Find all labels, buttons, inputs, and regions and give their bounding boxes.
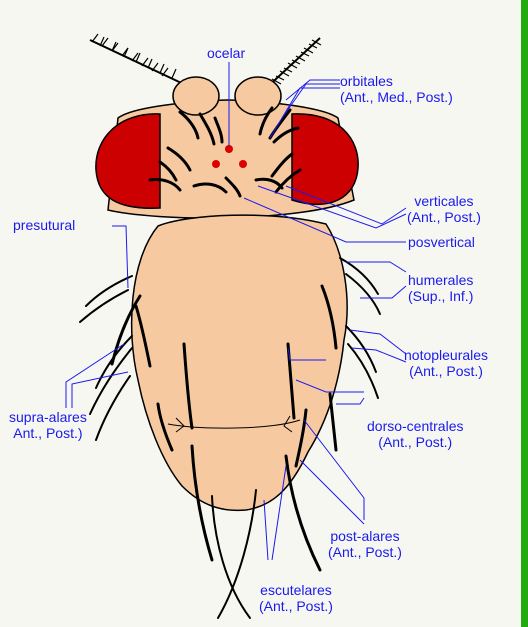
label-verticales: verticales (Ant., Post.) <box>407 193 481 225</box>
ocellus <box>212 160 220 168</box>
label-post-alares-name: post-alares <box>328 528 402 544</box>
right-antenna-base <box>235 77 281 115</box>
label-post-alares: post-alares (Ant., Post.) <box>328 528 402 560</box>
ocellus <box>239 160 247 168</box>
label-orbitales-detail: (Ant., Med., Post.) <box>340 89 453 105</box>
label-dorso-centrales-detail: (Ant., Post.) <box>367 434 464 450</box>
head <box>96 77 358 218</box>
label-post-alares-detail: (Ant., Post.) <box>328 544 402 560</box>
label-humerales-detail: (Sup., Inf.) <box>408 288 473 304</box>
label-dorso-centrales-name: dorso-centrales <box>367 418 464 434</box>
label-verticales-detail: (Ant., Post.) <box>407 209 481 225</box>
label-escutelares-detail: (Ant., Post.) <box>259 598 333 614</box>
label-presutural: presutural <box>13 217 75 233</box>
left-antenna-base <box>173 77 219 115</box>
label-orbitales-name: orbitales <box>340 73 453 89</box>
label-notopleurales-detail: (Ant., Post.) <box>404 363 488 379</box>
label-humerales: humerales (Sup., Inf.) <box>408 272 473 304</box>
ocellus <box>225 145 233 153</box>
label-escutelares: escutelares (Ant., Post.) <box>259 582 333 614</box>
label-supra-alares: supra-alares Ant., Post.) <box>9 409 87 441</box>
label-humerales-name: humerales <box>408 272 473 288</box>
label-supra-alares-detail: Ant., Post.) <box>9 425 87 441</box>
label-notopleurales: notopleurales (Ant., Post.) <box>404 347 488 379</box>
label-escutelares-name: escutelares <box>259 582 333 598</box>
label-supra-alares-name: supra-alares <box>9 409 87 425</box>
label-dorso-centrales: dorso-centrales (Ant., Post.) <box>367 418 464 450</box>
left-eye <box>96 114 160 208</box>
label-notopleurales-name: notopleurales <box>404 347 488 363</box>
label-posvertical: posvertical <box>408 234 475 250</box>
right-eye <box>292 114 358 204</box>
label-verticales-name: verticales <box>407 193 481 209</box>
label-orbitales: orbitales (Ant., Med., Post.) <box>340 73 453 105</box>
thorax <box>132 215 347 510</box>
label-ocelar: ocelar <box>207 45 245 61</box>
